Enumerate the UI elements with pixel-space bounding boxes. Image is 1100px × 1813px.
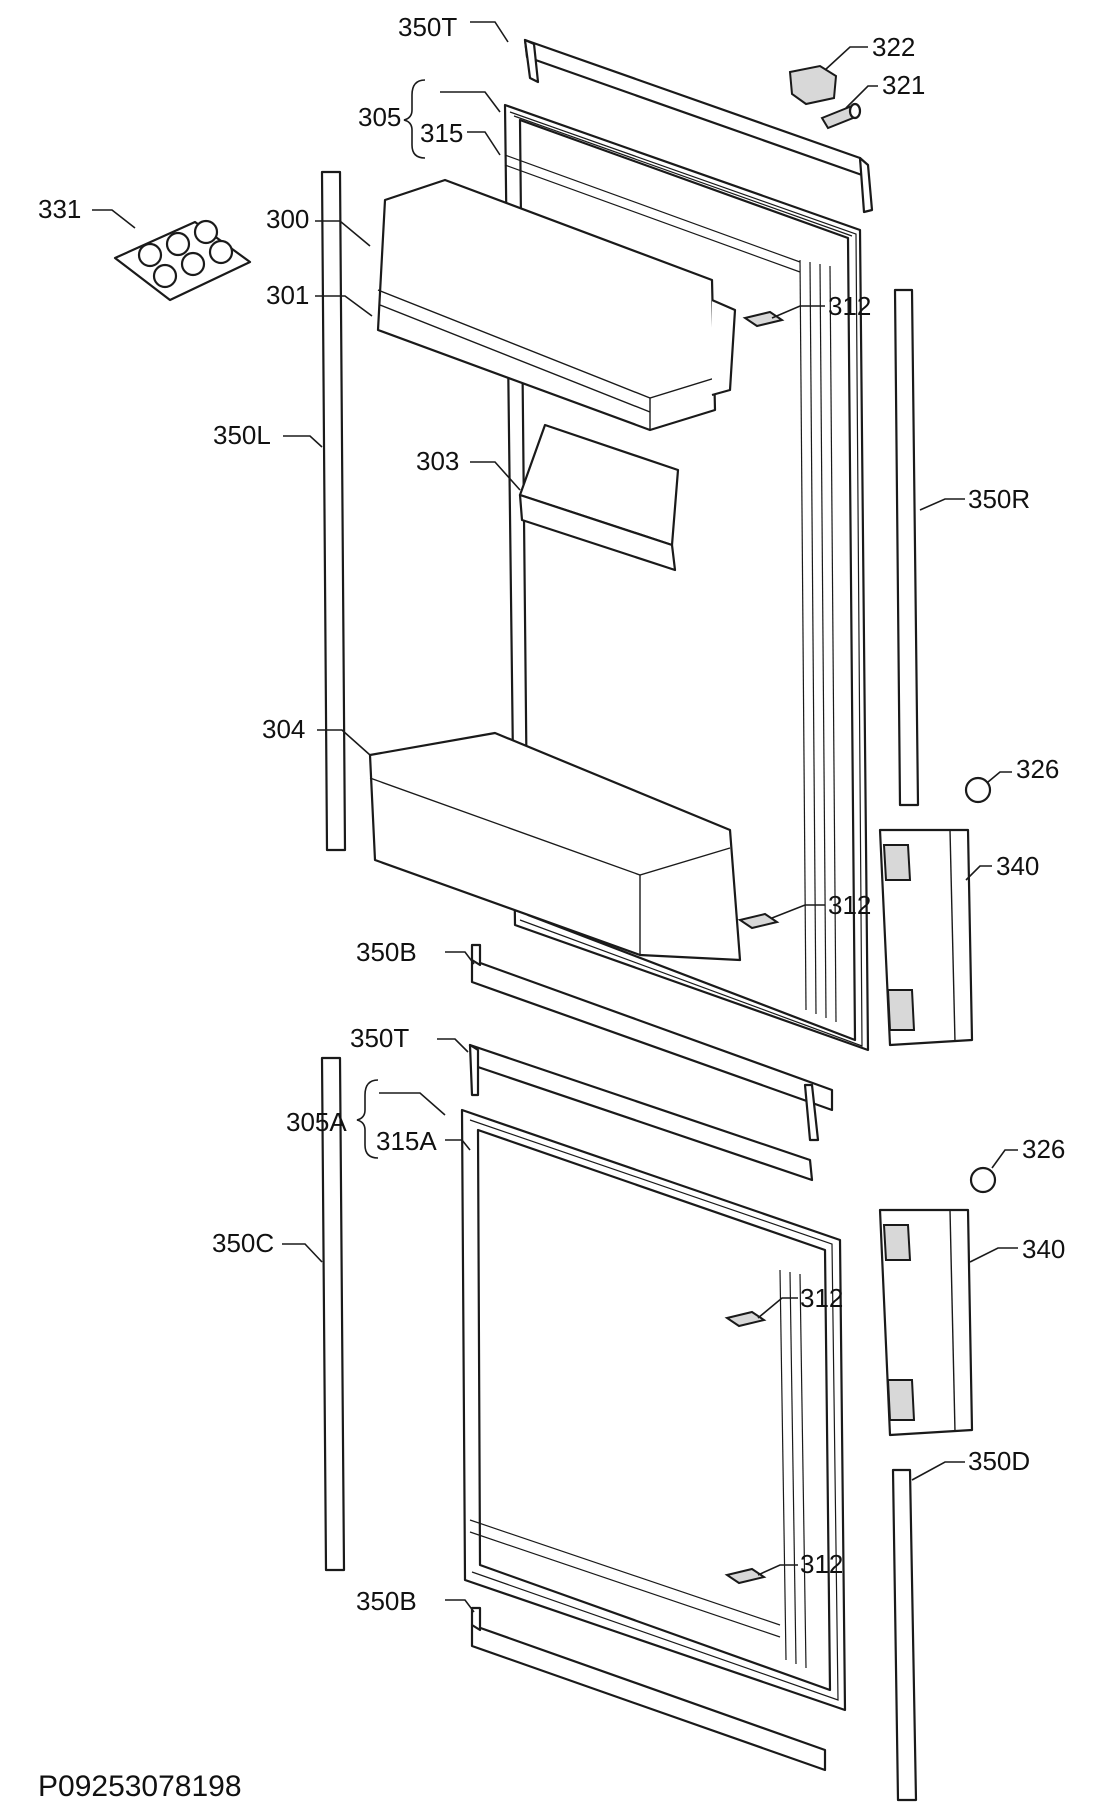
label-350l: 350L bbox=[213, 420, 271, 450]
label-326-a: 326 bbox=[1016, 754, 1059, 784]
label-322: 322 bbox=[872, 32, 915, 62]
side-trim-350r bbox=[893, 288, 920, 807]
egg-tray-331 bbox=[113, 219, 252, 302]
pin-321 bbox=[820, 102, 862, 130]
label-315: 315 bbox=[420, 118, 463, 148]
cap-326-upper bbox=[964, 776, 992, 804]
label-312-c: 312 bbox=[800, 1283, 843, 1313]
cap-326-lower bbox=[969, 1166, 997, 1194]
label-350d: 350D bbox=[968, 1446, 1030, 1476]
retainer-312-d bbox=[724, 1567, 767, 1585]
label-321: 321 bbox=[882, 70, 925, 100]
top-trim-350t-upper bbox=[523, 38, 874, 214]
brace-305 bbox=[403, 79, 426, 159]
leader-lines bbox=[92, 21, 1018, 1613]
label-315a: 315A bbox=[376, 1126, 437, 1156]
hinge-cap-322 bbox=[788, 64, 838, 106]
side-trim-350l bbox=[320, 170, 347, 852]
diagram-code: P09253078198 bbox=[38, 1770, 242, 1803]
label-305: 305 bbox=[358, 102, 401, 132]
label-340-b: 340 bbox=[1022, 1234, 1065, 1264]
label-312-d: 312 bbox=[800, 1549, 843, 1579]
label-303: 303 bbox=[416, 446, 459, 476]
label-312-a: 312 bbox=[828, 291, 871, 321]
top-trim-350t-lower bbox=[468, 1043, 820, 1182]
handle-340-lower bbox=[878, 1208, 974, 1437]
door-bin-304 bbox=[368, 731, 742, 962]
handle-340-upper bbox=[878, 828, 974, 1047]
label-350c: 350C bbox=[212, 1228, 274, 1258]
label-350r: 350R bbox=[968, 484, 1030, 514]
label-350t-bottom: 350T bbox=[350, 1023, 409, 1053]
label-350t-top: 350T bbox=[398, 12, 457, 42]
label-305a: 305A bbox=[286, 1107, 347, 1137]
label-312-b: 312 bbox=[828, 890, 871, 920]
retainer-312-c bbox=[724, 1310, 767, 1328]
label-304: 304 bbox=[262, 714, 305, 744]
label-350b-a: 350B bbox=[356, 937, 417, 967]
side-trim-350c bbox=[320, 1056, 346, 1572]
label-326-b: 326 bbox=[1022, 1134, 1065, 1164]
label-300: 300 bbox=[266, 204, 309, 234]
brace-305a bbox=[356, 1079, 379, 1159]
label-331: 331 bbox=[38, 194, 81, 224]
retainer-312-a bbox=[742, 310, 785, 328]
retainer-312-b bbox=[737, 912, 780, 930]
bottom-trim-350b-upper bbox=[470, 943, 834, 1112]
side-trim-350d bbox=[891, 1468, 918, 1802]
label-301: 301 bbox=[266, 280, 309, 310]
lower-door-frame bbox=[460, 1108, 847, 1712]
shelf-303 bbox=[518, 423, 680, 572]
dairy-compartment-300 bbox=[376, 178, 737, 432]
bottom-trim-350b-lower bbox=[470, 1606, 827, 1772]
label-350b-b: 350B bbox=[356, 1586, 417, 1616]
label-340-a: 340 bbox=[996, 851, 1039, 881]
